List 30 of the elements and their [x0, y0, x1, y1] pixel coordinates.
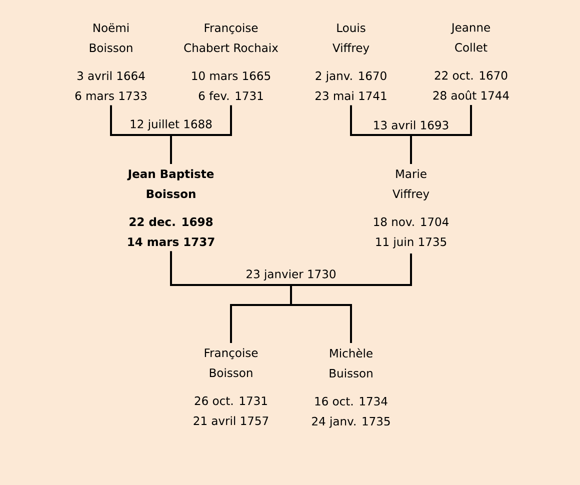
- death-date: 24 janv. 1735: [312, 416, 390, 428]
- birth-date: 2 janv. 1670: [316, 71, 386, 82]
- edge-label: 23 janvier 1730: [246, 269, 336, 281]
- death-date: 6 fev. 1731: [198, 91, 263, 100]
- death-date: 23 mai 1741: [316, 91, 386, 100]
- death-date: 6 mars 1733: [75, 91, 146, 100]
- person-name: Jean Baptiste Boisson: [127, 169, 214, 198]
- death-date: 14 mars 1737: [128, 237, 214, 246]
- edge-label: 12 juillet 1688: [130, 119, 212, 131]
- connector-line: [410, 104, 472, 164]
- birth-date: 10 mars 1665: [192, 71, 270, 80]
- death-date: 21 avril 1757: [194, 416, 268, 426]
- connector-line: [290, 254, 412, 343]
- person-name: Françoise Chabert Rochaix: [184, 23, 278, 52]
- birth-date: 16 oct. 1734: [315, 396, 388, 406]
- birth-date: 22 dec. 1698: [130, 217, 213, 226]
- person-name: Louis Viffrey: [332, 23, 370, 54]
- person-name: Michèle Buisson: [330, 348, 372, 378]
- birth-date: 22 oct. 1670: [434, 71, 508, 80]
- person-name: Jeanne Collet: [450, 23, 490, 52]
- death-date: 11 juin 1735: [376, 237, 446, 248]
- death-date: 28 août 1744: [433, 90, 509, 100]
- person-name: Françoise Boisson: [204, 348, 258, 378]
- birth-date: 26 oct. 1731: [194, 396, 267, 406]
- birth-date: 18 nov. 1704: [374, 217, 448, 226]
- birth-date: 3 avril 1664: [77, 71, 145, 80]
- connector-line: [170, 105, 232, 164]
- edge-label: 13 avril 1693: [374, 120, 448, 130]
- person-name: Marie Viffrey: [392, 169, 430, 200]
- person-name: Noëmi Boisson: [90, 23, 132, 52]
